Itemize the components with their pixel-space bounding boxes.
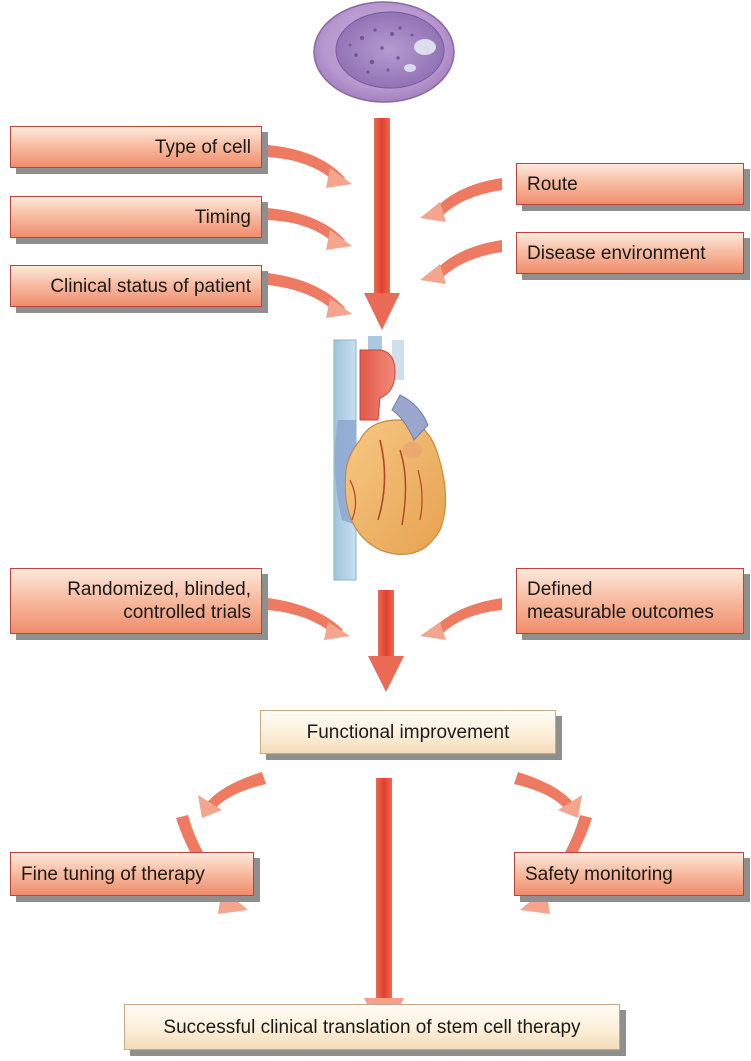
factor-box-type-of-cell: Type of cell xyxy=(10,126,262,168)
factor-box-clinical-status: Clinical status of patient xyxy=(10,265,262,307)
final-translation-label: Successful clinical translation of stem … xyxy=(163,1016,580,1039)
trial-label-line2: controlled trials xyxy=(11,601,251,624)
arrow-heart-to-improvement xyxy=(368,590,404,692)
factor-label: Timing xyxy=(195,206,251,229)
factor-box-route: Route xyxy=(516,163,744,205)
trial-box-randomized: Randomized, blinded, controlled trials xyxy=(10,568,262,634)
fine-tuning-label: Fine tuning of therapy xyxy=(21,863,205,886)
factor-label: Type of cell xyxy=(155,136,251,159)
safety-monitoring-box: Safety monitoring xyxy=(514,852,744,896)
factor-box-timing: Timing xyxy=(10,196,262,238)
arrow-cell-to-heart xyxy=(364,118,400,330)
stem-cell-illustration xyxy=(314,2,454,102)
factor-label: Clinical status of patient xyxy=(50,275,251,298)
functional-improvement-label: Functional improvement xyxy=(307,721,510,744)
outcome-label-line2: measurable outcomes xyxy=(527,601,743,624)
final-translation-box: Successful clinical translation of stem … xyxy=(124,1004,620,1050)
outcome-label-line1: Defined xyxy=(527,578,743,601)
factor-label: Route xyxy=(527,173,578,196)
safety-monitoring-label: Safety monitoring xyxy=(525,863,673,886)
heart-illustration xyxy=(334,336,446,580)
factor-label: Disease environment xyxy=(527,242,705,265)
arrows-factors-left xyxy=(268,145,352,318)
arrows-factors-right xyxy=(420,178,502,284)
trial-box-outcomes: Defined measurable outcomes xyxy=(516,568,744,634)
fine-tuning-box: Fine tuning of therapy xyxy=(10,852,254,896)
factor-box-disease-environment: Disease environment xyxy=(516,232,744,274)
trial-label-line1: Randomized, blinded, xyxy=(11,578,251,601)
arrow-improvement-to-translation xyxy=(364,778,404,1040)
functional-improvement-box: Functional improvement xyxy=(260,710,556,754)
